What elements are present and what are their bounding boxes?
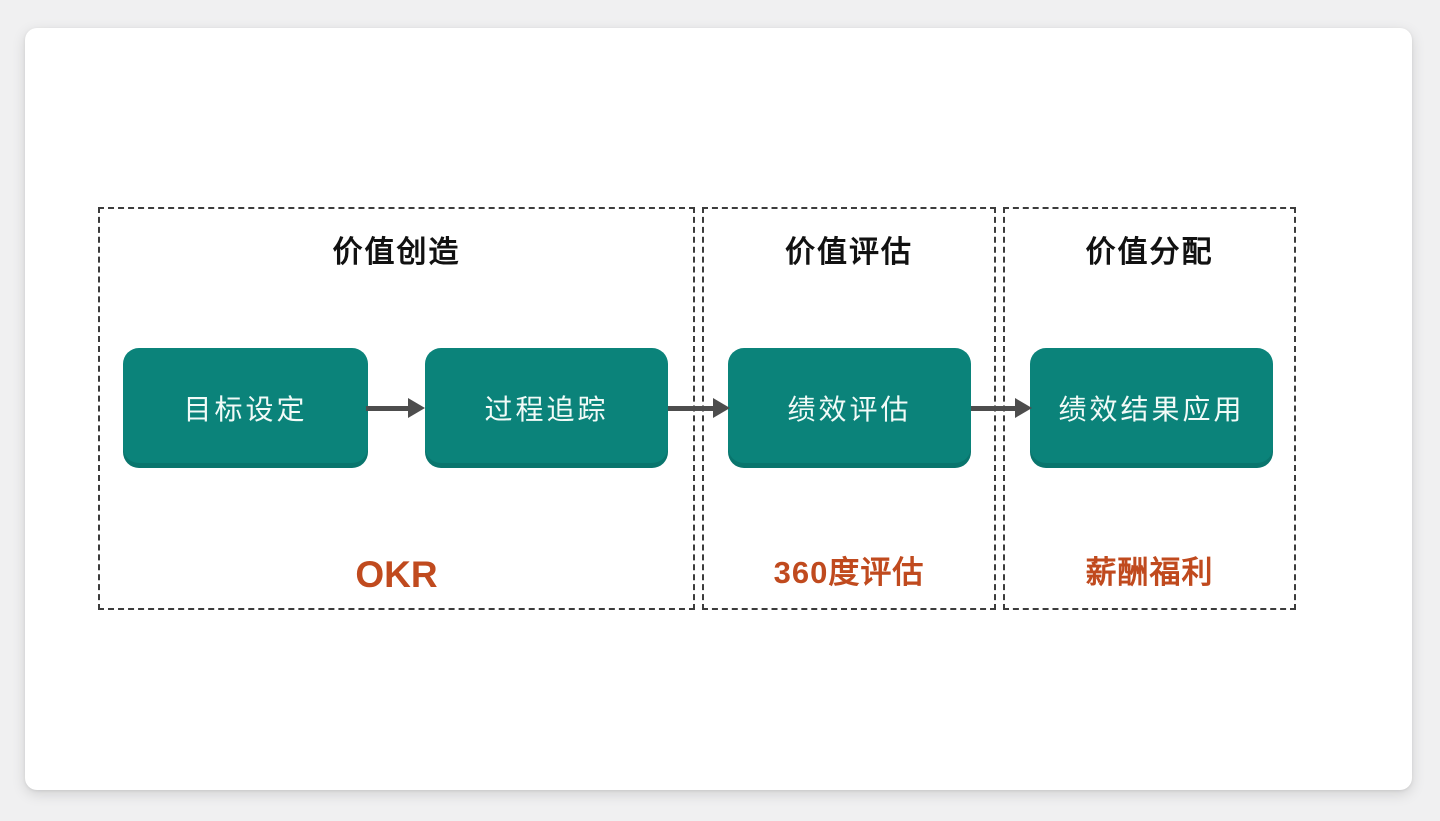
flow-node-label: 目标设定 <box>183 394 308 425</box>
flow-node-label: 绩效结果应用 <box>1058 394 1245 425</box>
flow-arrow-1 <box>366 396 425 420</box>
section-method-label: OKR <box>355 554 438 595</box>
flow-arrow-2 <box>668 396 730 420</box>
flow-node-performance-result-application: 绩效结果应用 <box>1030 348 1273 468</box>
section-value-creation: 价值创造 OKR <box>98 207 695 610</box>
flow-node-label: 绩效评估 <box>787 394 912 425</box>
flow-node-performance-evaluation: 绩效评估 <box>728 348 971 468</box>
section-value-distribution: 价值分配 薪酬福利 <box>1003 207 1296 610</box>
arrow-head-icon <box>713 398 730 418</box>
section-title: 价值分配 <box>1085 236 1214 269</box>
diagram-card: 价值创造 OKR 价值评估 360度评估 价值分配 薪酬福利 目标设定 过程追踪… <box>25 28 1412 790</box>
arrow-shaft <box>971 405 1015 411</box>
arrow-shaft <box>668 405 713 411</box>
flow-arrow-3 <box>971 396 1032 420</box>
flow-node-goal-setting: 目标设定 <box>123 348 368 468</box>
section-title: 价值创造 <box>332 236 461 269</box>
section-title: 价值评估 <box>785 236 913 269</box>
flow-node-process-tracking: 过程追踪 <box>425 348 668 468</box>
arrow-head-icon <box>408 398 425 418</box>
section-method-label: 360度评估 <box>773 555 925 590</box>
section-method-label: 薪酬福利 <box>1085 555 1214 590</box>
flow-node-label: 过程追踪 <box>484 394 609 425</box>
arrow-head-icon <box>1015 398 1032 418</box>
arrow-shaft <box>366 405 408 411</box>
